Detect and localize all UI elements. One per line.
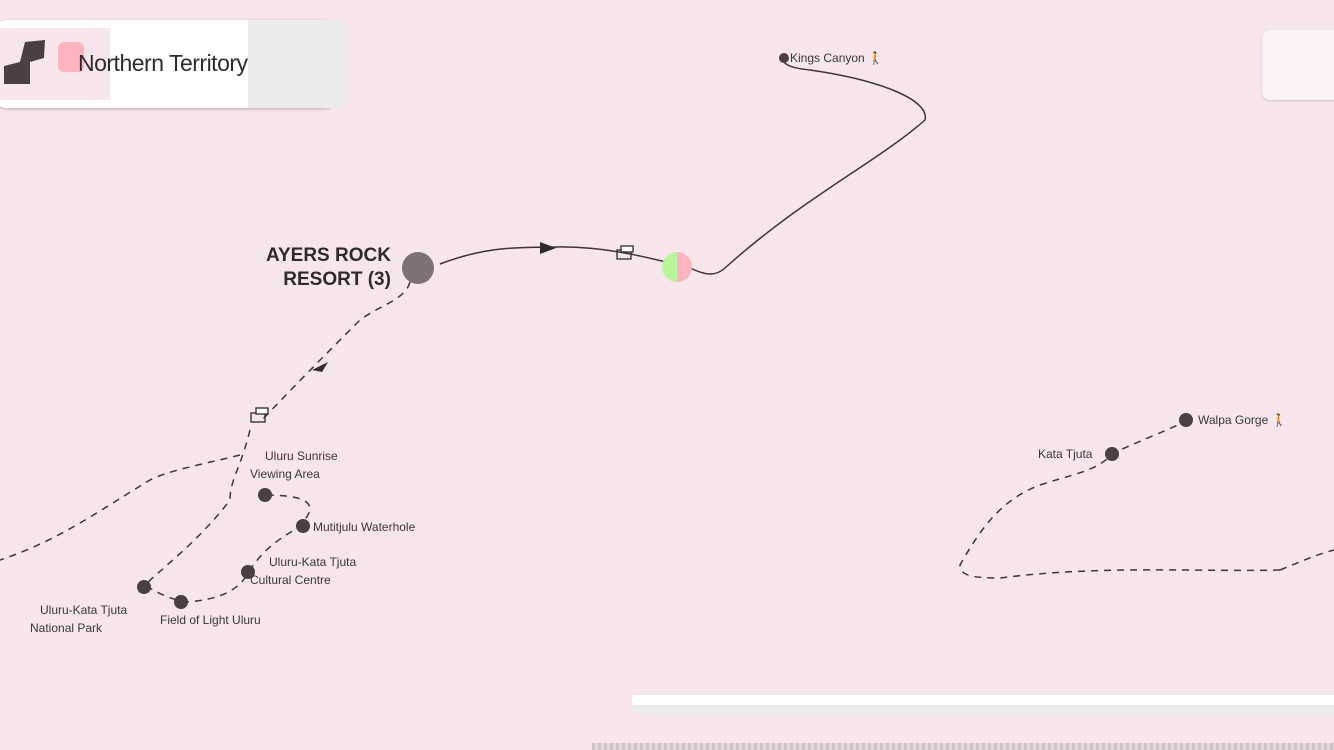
place-name: National Park <box>30 621 103 635</box>
place-name: Walpa Gorge <box>1198 413 1269 427</box>
marker-sunrise <box>258 488 272 502</box>
region-card[interactable]: Northern Territory <box>0 20 346 108</box>
marker-mutitjulu <box>296 519 310 533</box>
route-east <box>1279 549 1334 571</box>
hub-label-line2: RESORT (3) <box>283 269 391 290</box>
route-kata <box>959 419 1281 579</box>
card-shade <box>248 20 346 108</box>
marker-national-park <box>137 580 151 594</box>
bottom-panel-shadow <box>632 705 1334 713</box>
marker-kata-tjuta <box>1105 447 1119 461</box>
place-label-kings-canyon[interactable]: Kings Canyon 🚶 <box>790 49 883 67</box>
hub-label-line1: AYERS ROCK <box>266 245 391 266</box>
region-title: Northern Territory <box>78 50 248 76</box>
direction-arrow-icon <box>540 242 556 254</box>
marker-cultural-centre <box>241 565 255 579</box>
hub-label[interactable]: AYERS ROCK RESORT (3) <box>248 244 391 292</box>
map-attribution <box>592 743 1334 750</box>
route-hub-to-sunrise <box>261 281 411 421</box>
marker-field-of-light <box>174 595 188 609</box>
hiking-icon: 🚶 <box>868 51 884 65</box>
place-name: Kings Canyon <box>790 51 865 65</box>
hub-marker-icon <box>402 252 434 284</box>
route-west <box>0 454 241 561</box>
place-label-kata-tjuta[interactable]: Kata Tjuta <box>1038 447 1093 461</box>
place-marker-icons <box>137 53 1193 609</box>
place-name: Cultural Centre <box>250 573 331 587</box>
place-label-mutitjulu[interactable]: Mutitjulu Waterhole <box>313 520 416 534</box>
place-label-walpa-gorge[interactable]: Walpa Gorge 🚶 <box>1198 411 1287 429</box>
side-card[interactable] <box>1262 30 1334 100</box>
car-icon <box>250 407 269 423</box>
hiking-icon: 🚶 <box>1271 413 1287 427</box>
place-label-field-of-light[interactable]: Field of Light Uluru <box>160 613 261 627</box>
place-name: Uluru Sunrise <box>265 449 338 463</box>
place-name: Uluru-Kata Tjuta <box>269 555 357 569</box>
bottom-panel-edge <box>632 695 1334 705</box>
route-hub-to-kings <box>439 57 926 275</box>
car-icon <box>616 245 634 260</box>
region-mini-map-icon <box>0 28 110 100</box>
direction-arrow-icon <box>312 362 328 372</box>
marker-kings-canyon <box>779 53 789 63</box>
place-name: Uluru-Kata Tjuta <box>40 603 128 617</box>
start-end-marker-icon <box>662 252 692 282</box>
place-name: Viewing Area <box>250 467 320 481</box>
marker-walpa-gorge <box>1179 413 1193 427</box>
